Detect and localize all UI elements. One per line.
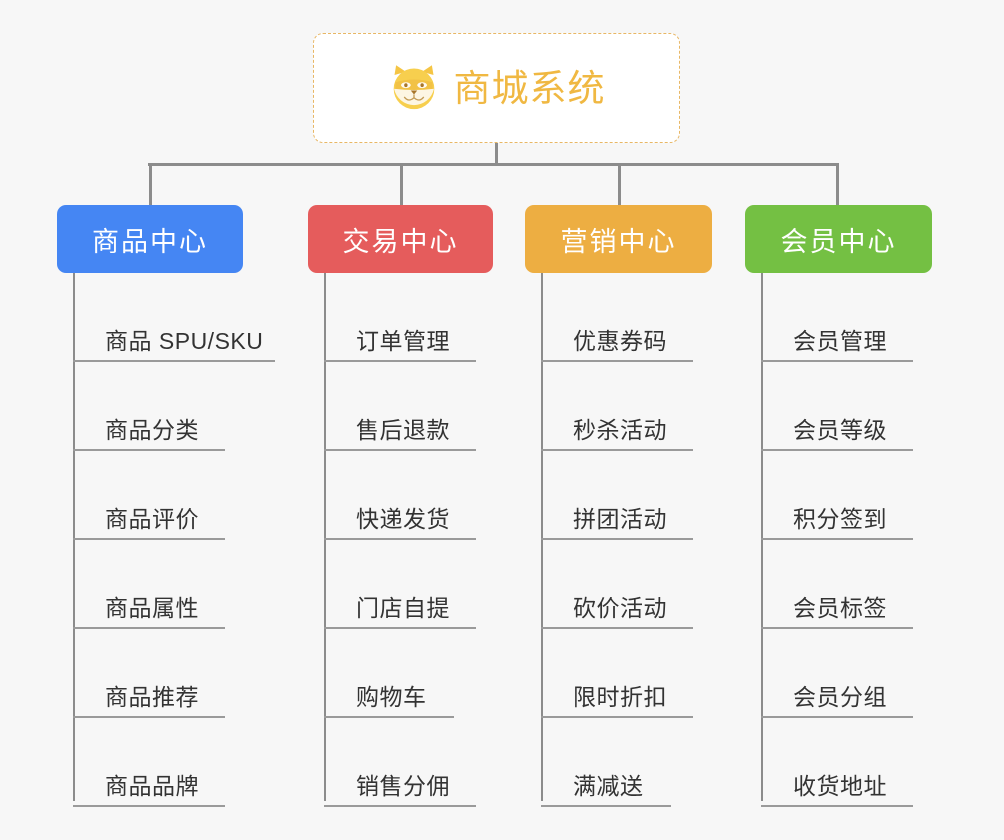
category-label: 营销中心 xyxy=(560,226,677,257)
leaf-item-underline xyxy=(761,538,913,540)
dog-face-icon xyxy=(388,62,440,114)
leaf-item-label: 会员等级 xyxy=(793,417,887,443)
leaf-item-label: 商品评价 xyxy=(105,506,199,532)
leaf-item-label: 商品分类 xyxy=(105,417,199,443)
leaf-item-label: 商品 SPU/SKU xyxy=(105,328,264,354)
drop-connector-3 xyxy=(618,163,621,206)
leaf-item-underline xyxy=(73,716,225,718)
leaf-item-underline xyxy=(73,449,225,451)
leaf-item-underline xyxy=(73,627,225,629)
root-title: 商城系统 xyxy=(453,67,606,109)
category-label: 交易中心 xyxy=(342,226,459,257)
leaf-item-underline xyxy=(541,805,671,807)
leaf-item-underline xyxy=(73,805,225,807)
leaf-item-underline xyxy=(761,449,913,451)
drop-connector-1 xyxy=(149,163,152,206)
leaf-item-label: 优惠券码 xyxy=(573,328,667,354)
leaf-item-label: 砍价活动 xyxy=(573,595,667,621)
column-spine-4 xyxy=(761,273,763,801)
leaf-item-label: 商品属性 xyxy=(105,595,199,621)
leaf-item-underline xyxy=(324,627,476,629)
leaf-item-label: 积分签到 xyxy=(793,506,887,532)
leaf-item-underline xyxy=(541,627,693,629)
leaf-item-underline xyxy=(73,360,275,362)
horizontal-bus-connector xyxy=(148,163,838,166)
category-box-3[interactable]: 营销中心 xyxy=(525,205,712,273)
leaf-item-label: 商品品牌 xyxy=(105,773,199,799)
leaf-item-underline xyxy=(761,360,913,362)
leaf-item-underline xyxy=(73,538,225,540)
column-spine-3 xyxy=(541,273,543,801)
leaf-item-underline xyxy=(541,716,693,718)
leaf-item-label: 拼团活动 xyxy=(573,506,667,532)
category-box-2[interactable]: 交易中心 xyxy=(308,205,493,273)
leaf-item-underline xyxy=(324,449,476,451)
root-node-mall-system[interactable]: 商城系统 xyxy=(313,33,680,143)
leaf-item-label: 会员管理 xyxy=(793,328,887,354)
category-box-4[interactable]: 会员中心 xyxy=(745,205,932,273)
leaf-item-underline xyxy=(761,627,913,629)
leaf-item-label: 门店自提 xyxy=(356,595,450,621)
leaf-item-underline xyxy=(761,805,913,807)
leaf-item-underline xyxy=(541,538,693,540)
drop-connector-2 xyxy=(400,163,403,206)
column-group-2: 交易中心订单管理售后退款快递发货门店自提购物车销售分佣 xyxy=(308,205,493,807)
leaf-item-label: 满减送 xyxy=(573,773,644,799)
root-trunk-connector xyxy=(495,143,498,165)
column-group-3: 营销中心优惠券码秒杀活动拼团活动砍价活动限时折扣满减送 xyxy=(525,205,712,807)
column-spine-1 xyxy=(73,273,75,801)
column-spine-2 xyxy=(324,273,326,801)
leaf-item-label: 快递发货 xyxy=(356,506,450,532)
leaf-item-label: 购物车 xyxy=(356,684,427,710)
category-label: 会员中心 xyxy=(780,226,897,257)
leaf-item-underline xyxy=(324,805,476,807)
leaf-item-underline xyxy=(324,360,476,362)
leaf-item-label: 会员分组 xyxy=(793,684,887,710)
column-group-1: 商品中心商品 SPU/SKU 商品分类商品评价商品属性商品推荐商品品牌 xyxy=(57,205,275,807)
drop-connector-4 xyxy=(836,163,839,206)
leaf-item-underline xyxy=(541,360,693,362)
leaf-item-label: 商品推荐 xyxy=(105,684,199,710)
leaf-item-label: 订单管理 xyxy=(356,328,450,354)
leaf-item-label: 销售分佣 xyxy=(356,773,450,799)
leaf-item-label: 秒杀活动 xyxy=(573,417,667,443)
leaf-item-underline xyxy=(324,716,454,718)
leaf-item-underline xyxy=(324,538,476,540)
leaf-item-label: 售后退款 xyxy=(356,417,450,443)
category-label: 商品中心 xyxy=(92,226,208,257)
leaf-item-label: 收货地址 xyxy=(793,773,887,799)
column-group-4: 会员中心会员管理会员等级积分签到会员标签会员分组收货地址 xyxy=(745,205,932,807)
leaf-item-underline xyxy=(761,716,913,718)
leaf-item-underline xyxy=(541,449,693,451)
category-box-1[interactable]: 商品中心 xyxy=(57,205,243,273)
leaf-item-label: 限时折扣 xyxy=(573,684,667,710)
leaf-item-label: 会员标签 xyxy=(793,595,887,621)
